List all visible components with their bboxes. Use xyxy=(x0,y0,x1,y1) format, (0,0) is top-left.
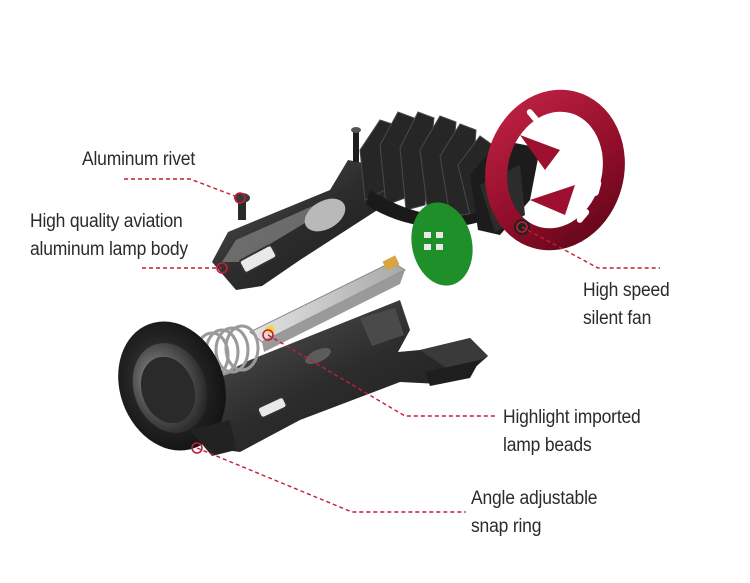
rivet-marker xyxy=(234,192,246,204)
beads-marker xyxy=(262,329,274,341)
lamp-beads-label-line-1: Highlight imported xyxy=(503,407,641,428)
ring-leader xyxy=(196,447,466,513)
rivet-part xyxy=(234,193,250,220)
fan-leader xyxy=(521,226,660,269)
lamp-body-label: High quality aviation aluminum lamp body xyxy=(30,208,188,264)
rivet-leader xyxy=(124,178,241,199)
ring-marker xyxy=(191,442,203,454)
lamp-beads-label-line-2: lamp beads xyxy=(503,435,592,456)
snap-ring-part xyxy=(118,321,236,456)
fan-label: High speed silent fan xyxy=(583,277,670,333)
rivet-label-line-1: Aluminum rivet xyxy=(82,149,196,170)
snap-ring-label: Angle adjustable snap ring xyxy=(471,485,597,541)
lamp-body-label-line-2: aluminum lamp body xyxy=(30,239,188,260)
leader-lines xyxy=(124,178,660,513)
snap-ring-label-line-1: Angle adjustable xyxy=(471,488,598,509)
fan-label-line-1: High speed xyxy=(583,280,670,301)
lamp-body-label-line-1: High quality aviation xyxy=(30,211,183,232)
fan-marker xyxy=(516,221,528,233)
rivet-label: Aluminum rivet xyxy=(82,146,195,174)
lower-housing-part xyxy=(190,300,488,452)
body-marker xyxy=(216,262,228,274)
lamp-beads-label: Highlight imported lamp beads xyxy=(503,404,641,460)
fan-label-line-2: silent fan xyxy=(583,308,652,329)
beads-leader xyxy=(267,334,496,417)
snap-ring-label-line-2: snap ring xyxy=(471,516,542,537)
cooling-fan-part xyxy=(470,89,625,251)
driver-board-part xyxy=(411,202,473,286)
leader-markers xyxy=(191,192,528,454)
